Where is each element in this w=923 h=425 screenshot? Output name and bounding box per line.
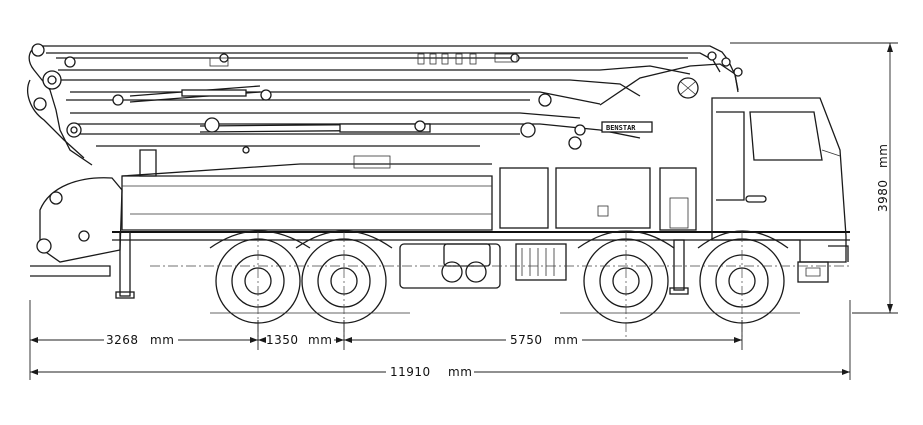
dimension-lines xyxy=(29,42,898,380)
dim-wheelbase-unit: mm xyxy=(554,333,578,347)
dim-overall-height-unit: mm xyxy=(876,144,890,168)
folded-boom: BENSTAR xyxy=(27,43,743,166)
chassis-body xyxy=(30,149,850,299)
dim-overall-height-value: 3980 xyxy=(876,179,890,212)
dim-overall-length-value: 11910 xyxy=(390,365,431,379)
dim-front-overhang-unit: mm xyxy=(150,333,174,347)
truck-cab xyxy=(711,97,849,283)
dim-front-overhang-value: 3268 xyxy=(106,333,139,347)
dimension-labels: 3268 mm 1350 mm 5750 mm 11910 mm 3980 mm xyxy=(106,144,890,379)
dim-axle-spacing-unit: mm xyxy=(308,333,332,347)
dim-overall-length-unit: mm xyxy=(448,365,472,379)
brand-label: BENSTAR xyxy=(606,124,636,132)
dim-wheelbase-value: 5750 xyxy=(510,333,543,347)
dim-axle-spacing-value: 1350 xyxy=(266,333,299,347)
